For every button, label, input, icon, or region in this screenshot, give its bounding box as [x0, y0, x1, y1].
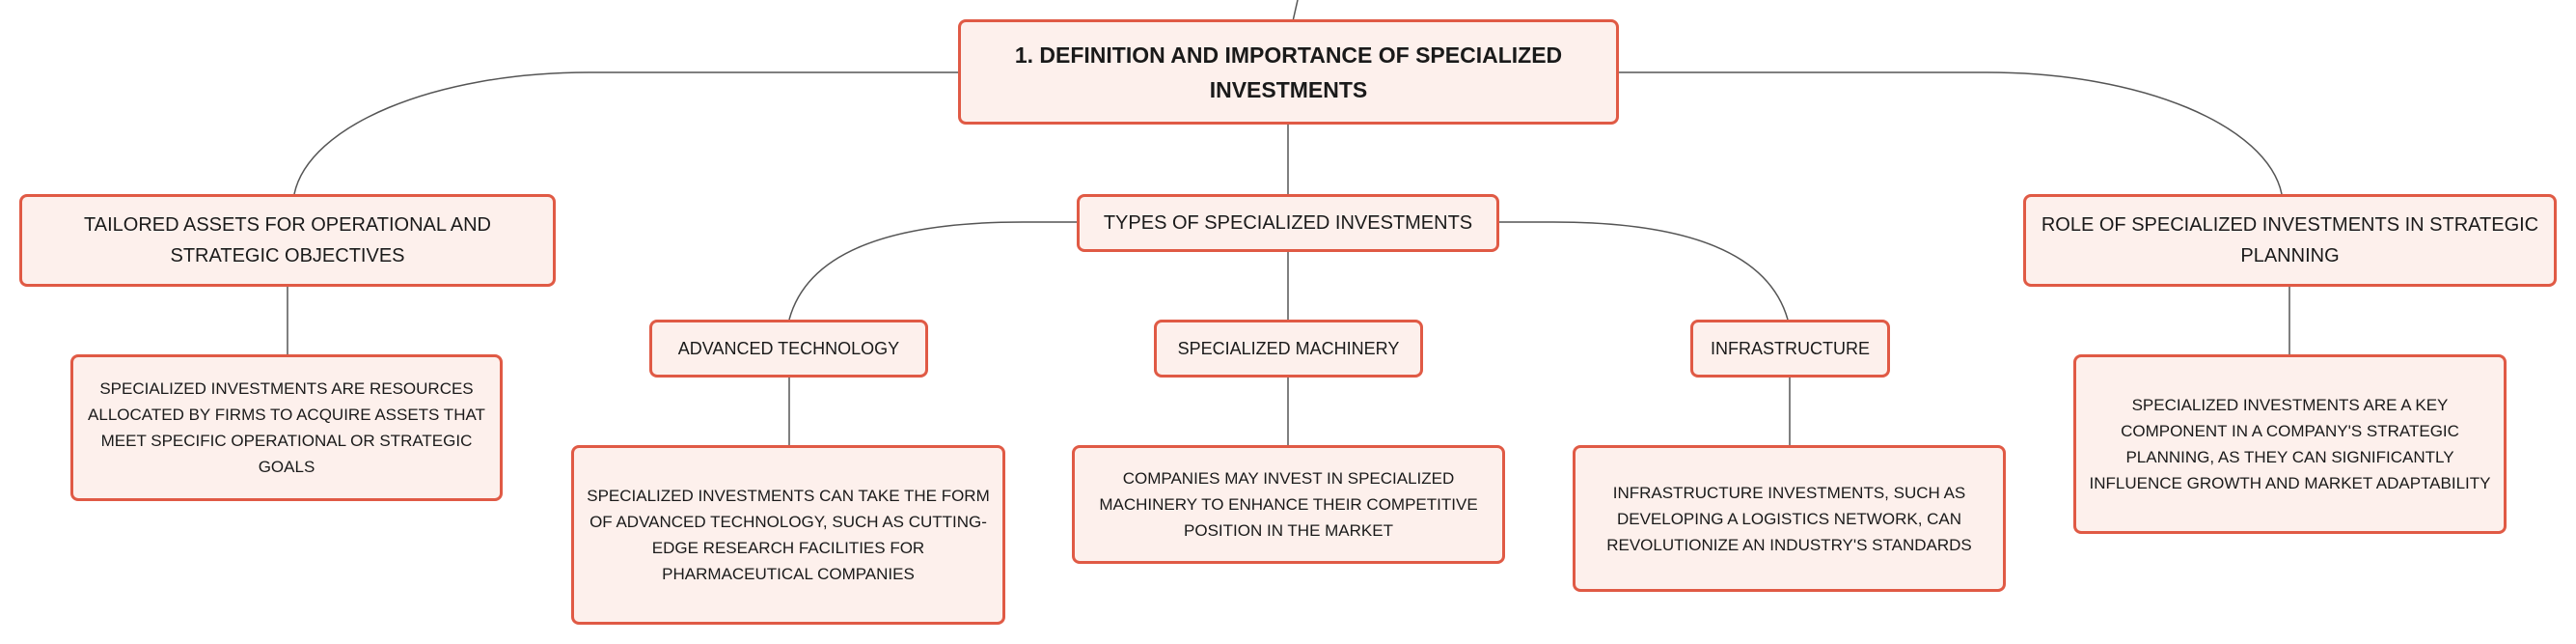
root-topic-label: 1. DEFINITION AND IMPORTANCE OF SPECIALI…	[1014, 42, 1563, 102]
connector-line-root-to-role	[1619, 71, 2283, 195]
detail-text-specialized-machinery: COMPANIES MAY INVEST IN SPECIALIZED MACH…	[1099, 469, 1478, 540]
detail-node-role[interactable]: SPECIALIZED INVESTMENTS ARE A KEY COMPON…	[2073, 354, 2507, 534]
subtopic-label-advanced-technology: ADVANCED TECHNOLOGY	[677, 339, 900, 358]
detail-node-infrastructure[interactable]: INFRASTRUCTURE INVESTMENTS, SUCH AS DEVE…	[1573, 445, 2006, 592]
branch-node-tailored-assets[interactable]: TAILORED ASSETS FOR OPERATIONAL AND STRA…	[19, 194, 556, 287]
subtopic-node-specialized-machinery[interactable]: SPECIALIZED MACHINERY	[1154, 320, 1423, 378]
branch-label-tailored-assets: TAILORED ASSETS FOR OPERATIONAL AND STRA…	[84, 214, 491, 266]
subtopic-node-infrastructure[interactable]: INFRASTRUCTURE	[1690, 320, 1890, 378]
connector-line-types-to-advanced-technology	[788, 221, 1077, 321]
subtopic-label-infrastructure: INFRASTRUCTURE	[1711, 339, 1870, 358]
detail-text-infrastructure: INFRASTRUCTURE INVESTMENTS, SUCH AS DEVE…	[1606, 483, 1972, 554]
detail-node-specialized-machinery[interactable]: COMPANIES MAY INVEST IN SPECIALIZED MACH…	[1072, 445, 1505, 564]
subtopic-label-specialized-machinery: SPECIALIZED MACHINERY	[1177, 339, 1400, 358]
detail-node-tailored-assets[interactable]: SPECIALIZED INVESTMENTS ARE RESOURCES AL…	[70, 354, 503, 501]
detail-text-role: SPECIALIZED INVESTMENTS ARE A KEY COMPON…	[2089, 396, 2491, 492]
detail-node-advanced-technology[interactable]: SPECIALIZED INVESTMENTS CAN TAKE THE FOR…	[571, 445, 1005, 625]
root-topic-node[interactable]: 1. DEFINITION AND IMPORTANCE OF SPECIALI…	[958, 19, 1619, 125]
subtopic-node-advanced-technology[interactable]: ADVANCED TECHNOLOGY	[649, 320, 928, 378]
connector-line-root-to-tailored-assets	[293, 71, 958, 195]
branch-node-role[interactable]: ROLE OF SPECIALIZED INVESTMENTS IN STRAT…	[2023, 194, 2557, 287]
branch-label-types: TYPES OF SPECIALIZED INVESTMENTS	[1103, 212, 1473, 234]
connector-line-parent	[1292, 0, 1299, 22]
branch-node-types[interactable]: TYPES OF SPECIALIZED INVESTMENTS	[1077, 194, 1499, 252]
branch-label-role: ROLE OF SPECIALIZED INVESTMENTS IN STRAT…	[2041, 214, 2539, 266]
detail-text-advanced-technology: SPECIALIZED INVESTMENTS CAN TAKE THE FOR…	[587, 487, 990, 583]
detail-text-tailored-assets: SPECIALIZED INVESTMENTS ARE RESOURCES AL…	[88, 379, 485, 476]
connector-line-types-to-infrastructure	[1499, 221, 1789, 321]
